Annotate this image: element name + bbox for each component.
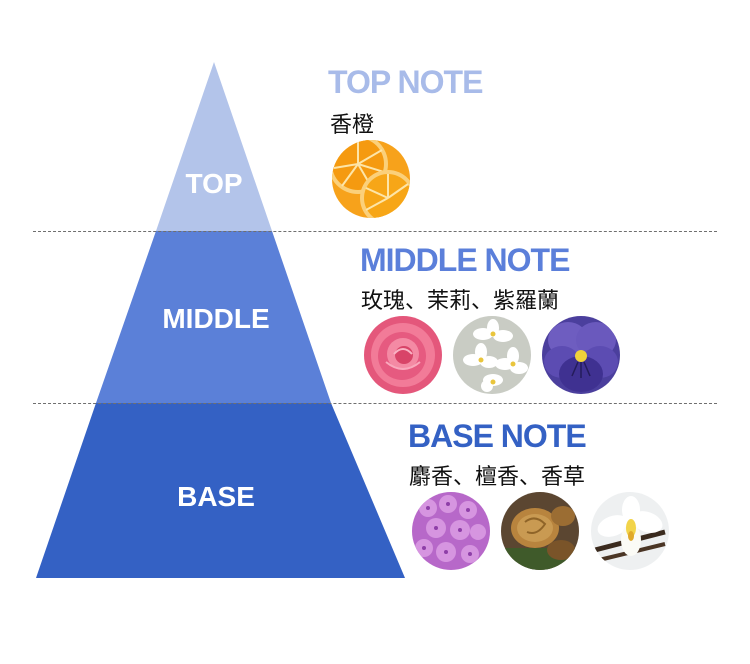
tier-label-top: TOP [185, 168, 243, 199]
middle-note-title: MIDDLE NOTE [360, 242, 570, 278]
divider-middle-base [33, 403, 717, 404]
pyramid-tier-middle [96, 231, 331, 403]
pyramid-tier-top [156, 62, 272, 231]
pyramid-tier-base [36, 403, 405, 578]
violet-image [542, 316, 620, 394]
jasmine-image [453, 316, 531, 394]
middle-note-ingredients: 玫瑰、茉莉、紫羅蘭 [361, 289, 560, 314]
sandalwood-image [501, 492, 579, 570]
vanilla-orchid-image [591, 492, 669, 570]
top-note-ingredients: 香橙 [330, 113, 375, 138]
lilac-musk-image [412, 492, 490, 570]
orange-image [332, 140, 410, 218]
rose-image [364, 316, 442, 394]
top-note-title: TOP NOTE [328, 64, 483, 100]
tier-label-middle: MIDDLE [162, 303, 270, 334]
tier-label-base: BASE [177, 481, 255, 512]
divider-top-middle [33, 231, 717, 232]
base-note-ingredients: 麝香、檀香、香草 [409, 465, 586, 490]
base-note-title: BASE NOTE [408, 418, 587, 454]
